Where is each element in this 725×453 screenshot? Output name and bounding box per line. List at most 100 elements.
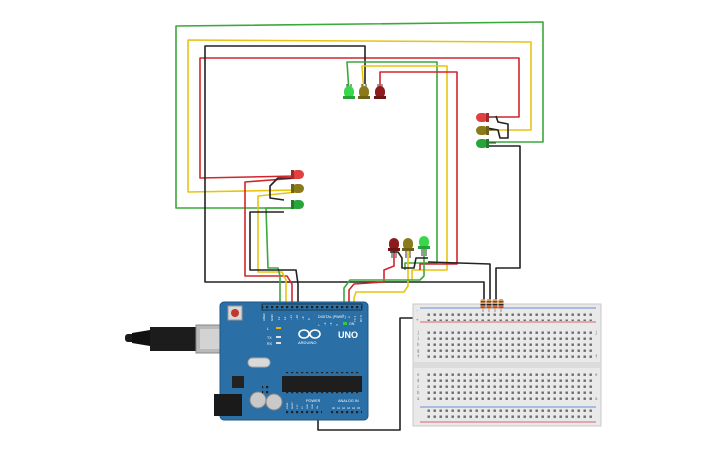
breadboard[interactable]: j i h g f e d c b a j f e a - + [412,303,602,427]
svg-text:c: c [417,384,420,389]
wire-black-west[interactable] [249,177,299,304]
l-led-label: L [267,327,269,331]
wire-yellow-south[interactable] [353,250,409,304]
wire-red-south[interactable] [348,250,395,304]
power-label: POWER [306,399,321,403]
usb-cable[interactable] [125,324,229,354]
svg-text:e: e [595,372,598,377]
tx-label: TX [267,336,272,340]
pin6-label: ~6 [323,322,327,326]
wire-red-west[interactable] [244,177,298,304]
led-green-south[interactable] [418,236,430,256]
voltage-regulator [232,376,244,388]
svg-text:A4: A4 [352,407,356,410]
power-rail-bottom[interactable] [426,409,594,420]
terminal-strip-top[interactable] [426,330,594,360]
rail-minus-label: - [416,308,418,313]
wire-red-north[interactable] [379,71,458,270]
wire-yellow-west[interactable] [257,191,298,304]
svg-text:GND: GND [307,404,309,409]
digital-header[interactable] [262,304,362,310]
center-channel [414,362,600,368]
capacitor-2 [265,393,283,411]
led-yellow-south[interactable] [402,238,414,258]
capacitor-1 [249,391,267,409]
svg-text:g: g [417,348,420,353]
led-yellow-west[interactable] [291,184,304,193]
pin2-label: 2 [347,316,351,318]
svg-text:j: j [417,330,419,335]
svg-text:3.3V: 3.3V [297,404,299,409]
svg-text:i: i [417,336,420,341]
crystal [247,357,271,368]
wire-yellow-outer[interactable] [187,39,532,193]
resistors[interactable] [480,299,504,312]
pin3-label: ~3 [341,314,345,318]
resistor-1[interactable] [480,299,486,312]
on-led-label: ON [349,322,355,326]
wire-black-south[interactable] [390,251,491,300]
pin4-label: 4 [335,324,339,326]
icsp-header [262,384,270,394]
led-green-north[interactable] [343,84,355,99]
wire-red-outer[interactable] [199,57,520,179]
resistor-4[interactable] [498,299,504,312]
wire-black-east[interactable] [486,115,521,300]
svg-text:b: b [417,390,420,395]
power-rail-top[interactable] [426,310,594,321]
led-green-east[interactable] [476,139,496,148]
svg-text:e: e [417,372,420,377]
wire-green-south[interactable] [343,248,425,304]
led-red-east[interactable] [476,113,496,122]
svg-text:GND: GND [312,404,314,409]
svg-text:d: d [417,378,420,383]
wires [175,21,544,431]
led-red-south[interactable] [388,238,400,258]
wire-green-west[interactable] [265,207,297,304]
traffic-light-south[interactable] [388,236,430,258]
wire-black-ground[interactable] [317,317,425,431]
analog-header[interactable] [330,410,362,416]
arduino-uno-board[interactable]: UNO ARDUINO DIGITAL (PWM~) ON TX RX L AR… [125,301,369,421]
led-red-north[interactable] [374,84,386,99]
wire-green-outer[interactable] [175,21,544,209]
pin11-label: ~11 [289,315,293,320]
reset-button[interactable] [227,305,243,321]
wire-yellow-north[interactable] [361,65,448,280]
power-jack[interactable] [214,394,242,416]
breadboard-row-letters: j i h g f e d c b a j f e a - + [416,308,598,401]
svg-text:A1: A1 [337,407,341,410]
svg-text:a: a [417,396,420,401]
svg-text:f: f [417,354,420,359]
svg-text:5V: 5V [302,406,304,409]
led-green-west[interactable] [291,200,304,209]
atmega-chip [282,372,362,396]
power-header[interactable] [286,410,322,416]
led-yellow-east[interactable] [476,126,496,135]
led-yellow-north[interactable] [358,84,370,99]
traffic-light-west[interactable] [291,170,304,209]
led-red-west[interactable] [291,170,304,179]
traffic-light-north[interactable] [343,84,386,99]
svg-text:IOREF: IOREF [287,402,289,409]
svg-text:j: j [595,330,597,335]
digital-label: DIGITAL (PWM~) [318,315,346,319]
svg-text:a: a [595,396,598,401]
pin0-label: RX 0 [359,315,363,322]
pin5-label: ~5 [329,322,333,326]
resistor-3[interactable] [492,299,498,312]
svg-text:h: h [417,342,420,347]
resistor-2[interactable] [486,299,492,312]
terminal-strip-bottom[interactable] [426,372,594,402]
wire-black-north[interactable] [204,45,485,300]
pin9-label: ~9 [301,316,305,320]
svg-text:A0: A0 [332,407,336,410]
pin10-label: ~10 [295,315,299,320]
traffic-light-east[interactable] [476,113,496,148]
wire-green-north[interactable] [346,61,438,270]
analog-pin-labels: A0 A1 A2 A3 A4 A5 [332,407,361,410]
pin12-label: 12 [283,316,287,320]
arduino-model-label: UNO [338,330,358,340]
on-led [343,322,347,325]
